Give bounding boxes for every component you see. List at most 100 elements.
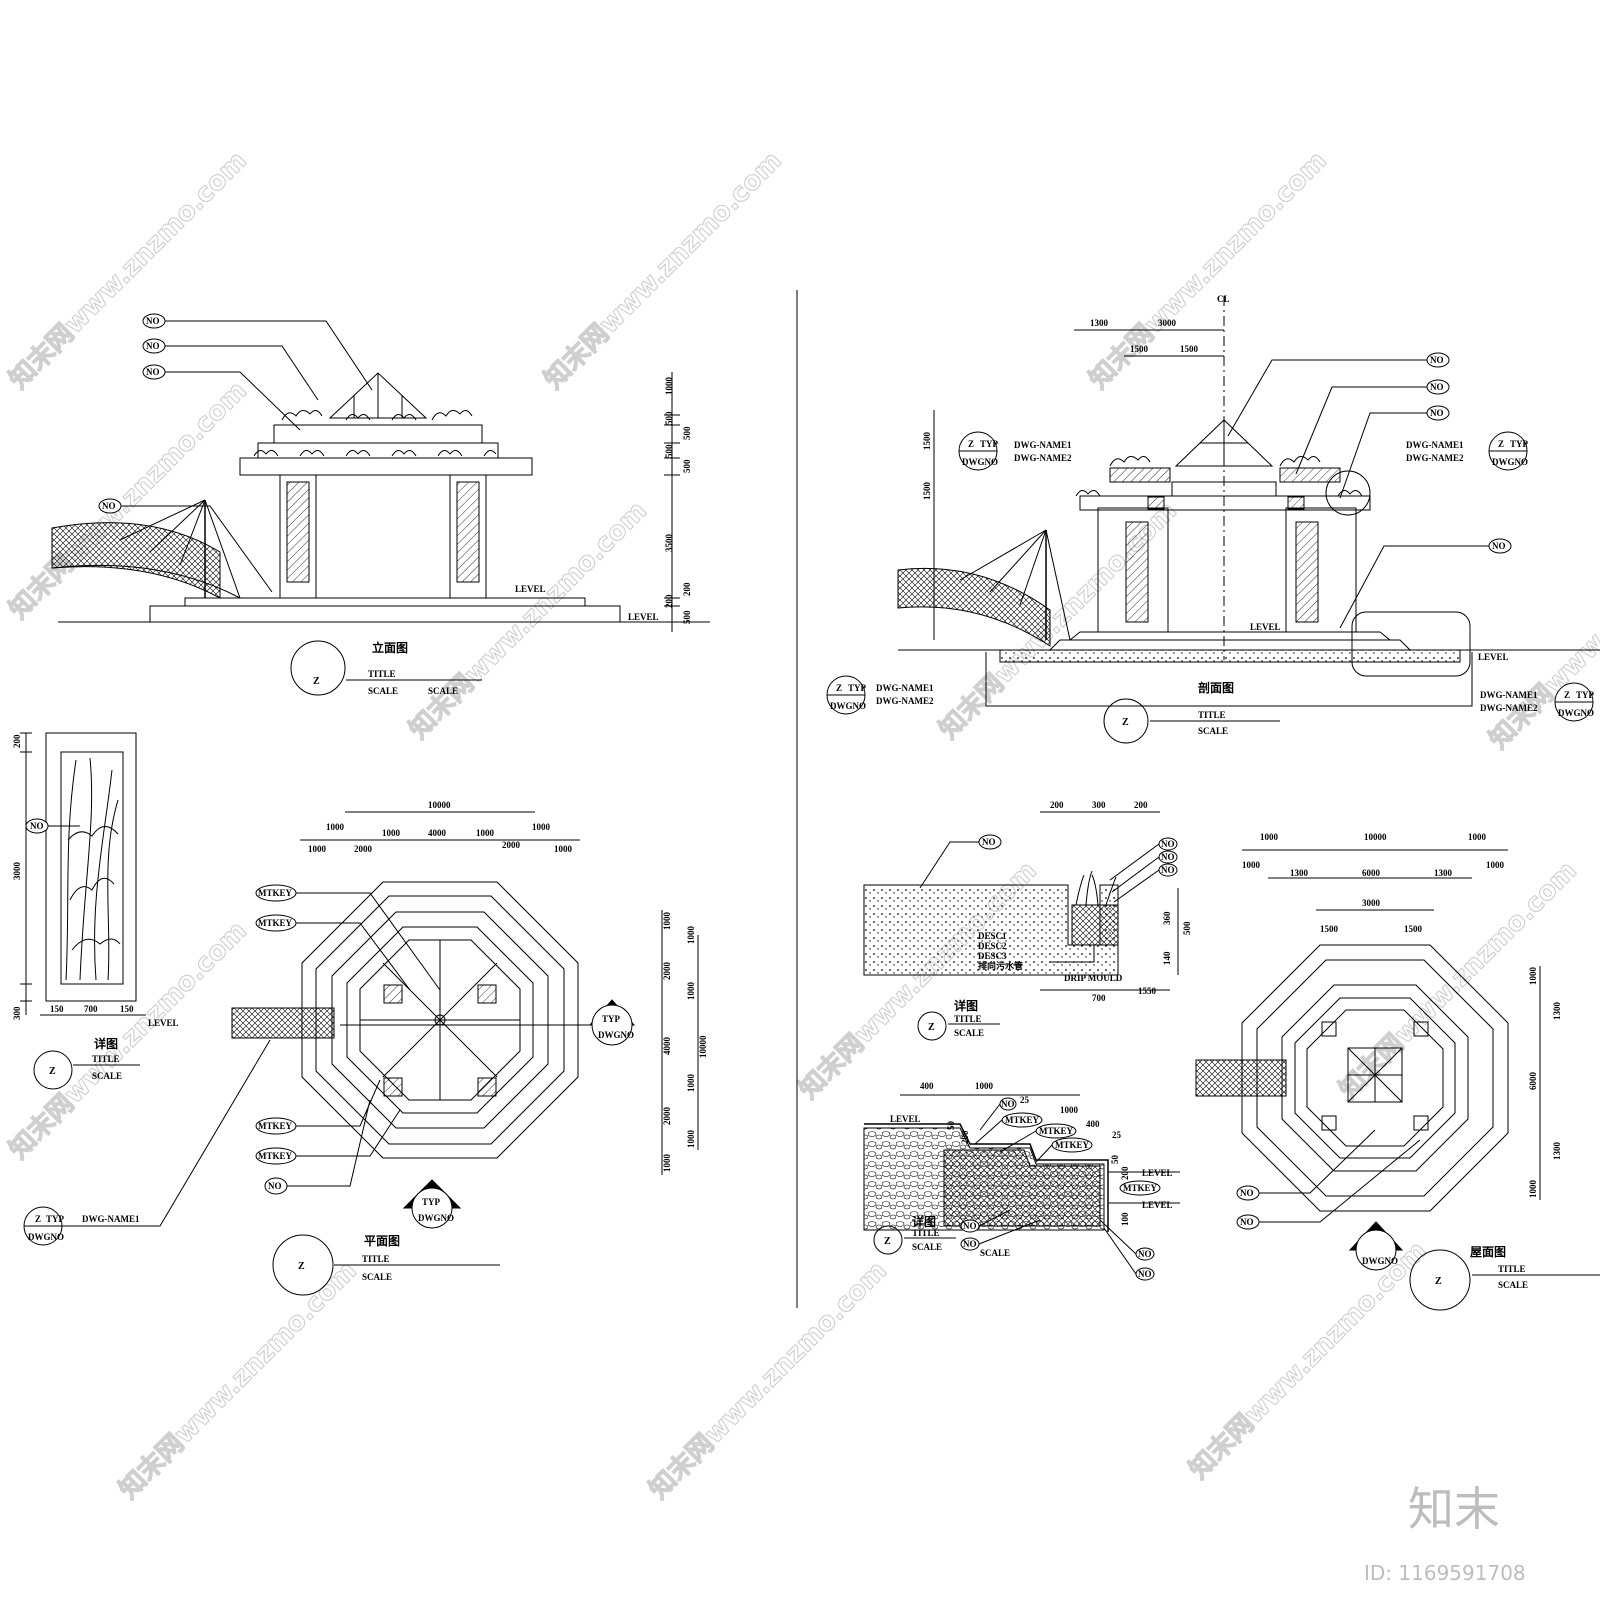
callout-text: MTKEY bbox=[1039, 1126, 1074, 1136]
dim-label: 4000 bbox=[428, 828, 447, 838]
callout-text: NO bbox=[1161, 865, 1175, 875]
view-tag-circle bbox=[1103, 698, 1149, 744]
view-title: 平面图 bbox=[364, 1234, 400, 1248]
watermark-text: 知末网www.znzmo.com bbox=[539, 146, 788, 395]
dim-label: 1000 bbox=[662, 1154, 672, 1173]
level-label: LEVEL bbox=[515, 584, 546, 594]
column-panel bbox=[286, 481, 310, 583]
dim-label: 1550 bbox=[1138, 986, 1157, 996]
view-tag: Z bbox=[1435, 1276, 1442, 1287]
dim-label: 1000 bbox=[554, 844, 573, 854]
view-title: 详图 bbox=[912, 1214, 936, 1229]
dim-label: 1000 bbox=[664, 377, 674, 396]
dim-label: 1000 bbox=[382, 828, 401, 838]
roof-column bbox=[1413, 1115, 1429, 1131]
dim-label: 50 bbox=[1110, 1155, 1120, 1165]
column-panel bbox=[1295, 521, 1319, 623]
dim-label: 3000 bbox=[1362, 898, 1381, 908]
dim-label: 200 bbox=[1134, 800, 1148, 810]
section-marker-text: DWGNO bbox=[598, 1030, 634, 1040]
view-tag-circle bbox=[272, 1234, 334, 1296]
scale-label: SCALE bbox=[980, 1248, 1010, 1258]
dim-label: 1000 bbox=[1486, 860, 1505, 870]
roof-octagon-ring bbox=[1294, 997, 1456, 1159]
callout-text: MTKEY bbox=[1005, 1115, 1040, 1125]
dim-label: 1000 bbox=[1468, 832, 1487, 842]
view-tag: Z bbox=[298, 1261, 305, 1272]
section-marker-text: TYP bbox=[602, 1014, 621, 1024]
level-label: LEVEL bbox=[148, 1018, 179, 1028]
leader-lines bbox=[1109, 843, 1160, 903]
section-marker-text: TYP bbox=[422, 1197, 441, 1207]
roof-ribs bbox=[360, 940, 520, 1100]
plan-text: 10000 1000 1000 4000 1000 1000 1000 2000… bbox=[28, 800, 708, 1282]
planter-detail-view bbox=[863, 811, 1179, 1041]
leader-lines bbox=[974, 1103, 1137, 1275]
dim-label: 1500 bbox=[1130, 344, 1149, 354]
dim-label: 50 bbox=[946, 1121, 956, 1131]
section-column-left bbox=[1097, 507, 1169, 633]
watermark-text: 知末网www.znzmo.com bbox=[404, 496, 653, 745]
callout-text: NO bbox=[1161, 839, 1175, 849]
level-label: LEVEL bbox=[890, 1114, 921, 1124]
callout-text: NO bbox=[963, 1239, 977, 1249]
planter-plants bbox=[1075, 870, 1117, 906]
panel-detail-view bbox=[20, 732, 146, 1090]
leader-lines bbox=[1259, 1129, 1421, 1223]
callout-text: NO bbox=[30, 821, 44, 831]
ref-tag-text: Z bbox=[35, 1214, 41, 1224]
section-cut-fill bbox=[1147, 496, 1165, 510]
planter-detail-text: 200 300 200 360 500 140 700 1550 DESC1 D… bbox=[928, 800, 1192, 1038]
dim-label: 1000 bbox=[686, 1130, 696, 1149]
dim-label: 3500 bbox=[664, 534, 674, 553]
ref-tag-text: TYP bbox=[46, 1214, 65, 1224]
view-title: 立面图 bbox=[372, 640, 408, 655]
callout-text: NO bbox=[146, 316, 160, 326]
planter-soil bbox=[1071, 904, 1119, 946]
skylight-ribs bbox=[1347, 1047, 1403, 1103]
dim-label: 1300 bbox=[1090, 318, 1109, 328]
callout-text: NO bbox=[102, 501, 116, 511]
ref-tag-text: DWGNO bbox=[830, 701, 866, 711]
dim-label: 2000 bbox=[662, 1107, 672, 1126]
column-panel bbox=[456, 481, 480, 583]
dim-label: 700 bbox=[1092, 993, 1106, 1003]
dim-label: 1000 bbox=[686, 1074, 696, 1093]
watermark-text: 知末网www.znzmo.com bbox=[1184, 1236, 1433, 1485]
planting bbox=[1075, 456, 1363, 497]
cl-label: CL bbox=[1217, 294, 1230, 304]
callout-text: NO bbox=[268, 1181, 282, 1191]
drip-label: DRIP MOULD bbox=[1064, 973, 1123, 983]
dwg-name: DWG-NAME1 bbox=[1014, 440, 1072, 450]
dim-label: 1000 bbox=[308, 844, 327, 854]
roof-text: 1000 10000 1000 1000 1300 6000 1300 1000… bbox=[1240, 832, 1562, 1290]
dim-label: 1500 bbox=[1404, 924, 1423, 934]
callout-text: NO bbox=[146, 341, 160, 351]
watermark-layer: 知末网www.znzmo.com 知末网www.znzmo.com 知末网www… bbox=[3, 145, 1600, 1505]
dim-label: 200 bbox=[1120, 1166, 1130, 1180]
dim-label: 2000 bbox=[502, 840, 521, 850]
scale-label: SCALE bbox=[362, 1272, 392, 1282]
callout-text: NO bbox=[963, 1221, 977, 1231]
octagon-ring bbox=[315, 895, 565, 1145]
title-label: TITLE bbox=[92, 1054, 120, 1064]
ref-tag-text: DWGNO bbox=[962, 457, 998, 467]
dim-label: 700 bbox=[84, 1004, 98, 1014]
callout-text: NO bbox=[146, 367, 160, 377]
dim-label: 500 bbox=[1182, 921, 1192, 935]
dwg-name: DWG-NAME1 bbox=[1480, 690, 1538, 700]
leader-lines bbox=[1227, 359, 1489, 629]
callout-text: MTKEY bbox=[258, 1121, 293, 1131]
detail-callout-box bbox=[1351, 611, 1471, 677]
dim-label: 1000 bbox=[1060, 1105, 1079, 1115]
level-label: LEVEL bbox=[1142, 1168, 1173, 1178]
leader-lines bbox=[287, 892, 441, 1187]
dim-label: 1000 bbox=[686, 982, 696, 1001]
callout-text: NO bbox=[1430, 355, 1444, 365]
watermark-text: 知末网www.znzmo.com bbox=[4, 916, 253, 1165]
callout-text: NO bbox=[1492, 541, 1506, 551]
plan-column bbox=[383, 1077, 403, 1097]
section-marker-circle bbox=[591, 1004, 633, 1046]
scale-label: SCALE bbox=[1498, 1280, 1528, 1290]
